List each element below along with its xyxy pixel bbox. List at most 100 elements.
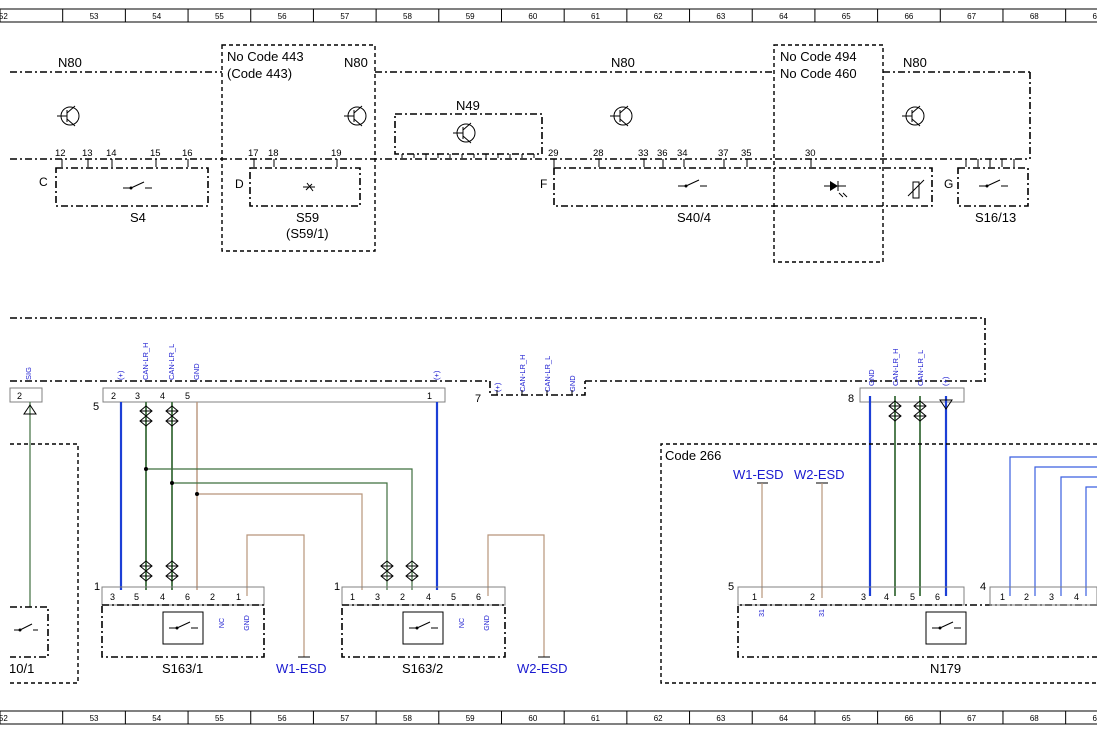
ruler-column-number: 56	[278, 12, 287, 21]
s163-2-pin: 6	[476, 592, 481, 602]
s163-2-box	[341, 604, 506, 658]
ruler-column-number: 58	[403, 12, 412, 21]
pin-36: 36	[657, 148, 668, 159]
esd-label-w1: W1-ESD	[733, 467, 784, 482]
transistor-icon	[344, 105, 367, 127]
right-connector-pin: 4	[1074, 592, 1079, 602]
twist-mark	[139, 560, 153, 582]
twisted-pair-marks	[139, 400, 927, 582]
n49-pin-row	[401, 154, 535, 158]
ruler-column-number: 67	[967, 714, 976, 723]
ruler-column-number: 64	[779, 714, 788, 723]
code494-line2: No Code 460	[780, 66, 857, 81]
s163-1-pin: 3	[110, 592, 115, 602]
s163-2-pin: 4	[426, 592, 431, 602]
s163-1-pin: 5	[134, 592, 139, 602]
ruler-column-number: 62	[654, 714, 663, 723]
pin-19: 19	[331, 148, 342, 159]
ruler-column-number: 52	[0, 12, 8, 21]
connector-strip-left	[9, 387, 43, 403]
connector-strip-5	[102, 387, 446, 403]
connector-letter-f: F	[540, 177, 547, 191]
s163-1-pin: 6	[185, 592, 190, 602]
ruler-column-number: 67	[967, 12, 976, 21]
mid-pin-stubs	[496, 390, 573, 395]
right-connector-pin: 1	[1000, 592, 1005, 602]
wire-right-2	[1034, 466, 1097, 596]
signal-label: GND	[568, 375, 577, 392]
signal-label: SIG	[24, 367, 33, 380]
s163-1-switch-frame	[162, 611, 204, 645]
pin-30: 30	[805, 148, 816, 159]
wire-gnd-branch	[197, 493, 363, 590]
bus-number-7: 7	[475, 393, 481, 405]
switch-icon	[932, 621, 961, 630]
code443-boundary	[221, 44, 376, 252]
ruler-column-number: 56	[278, 714, 287, 723]
bus-pin: 1	[427, 391, 432, 401]
pin-28: 28	[593, 148, 604, 159]
s40-label: S40/4	[677, 210, 711, 225]
top-ruler: 525354555657585960616263646566676869	[0, 8, 1097, 23]
pin-tag: 31	[819, 609, 826, 617]
junction-dot	[195, 492, 199, 496]
ruler-column-number: 53	[90, 714, 99, 723]
left-partial-box	[10, 606, 49, 658]
wire-w2-esd	[487, 534, 545, 657]
twist-mark	[888, 400, 902, 422]
n179-pin: 6	[935, 592, 940, 602]
n179-connector-strip	[737, 586, 965, 606]
signal-label: (+)	[941, 376, 950, 386]
twist-mark	[405, 560, 419, 582]
s163-2-pin: 3	[375, 592, 380, 602]
resistor-icon	[907, 179, 925, 199]
s163-2-pin: 2	[400, 592, 405, 602]
connector-strip-7	[489, 381, 586, 396]
pin-15: 15	[150, 148, 161, 159]
code494-boundary	[773, 44, 884, 263]
s59-switch-box	[249, 167, 361, 207]
s163-1-pin: 4	[160, 592, 165, 602]
bus-module-outline	[10, 317, 986, 382]
pin-34: 34	[677, 148, 688, 159]
twist-mark	[139, 405, 153, 427]
pin-tag: NC	[459, 618, 466, 628]
twist-mark	[380, 560, 394, 582]
n179-pin: 5	[910, 592, 915, 602]
connector-letter-g: G	[944, 177, 953, 191]
right-connector-pin: 2	[1024, 592, 1029, 602]
s163-2-switch-frame	[402, 611, 444, 645]
ruler-column-number: 57	[340, 714, 349, 723]
left-partial-boundary	[10, 443, 79, 684]
n179-switch-frame	[925, 611, 967, 645]
connector-strip-8	[859, 387, 965, 403]
pin-tag: 31	[759, 609, 766, 617]
n49-label: N49	[456, 98, 480, 113]
wire-right-1	[1009, 456, 1097, 596]
ruler-column-number: 69	[1093, 714, 1097, 723]
s59-label: S59	[296, 210, 319, 225]
ruler-column-number: 60	[528, 714, 537, 723]
signal-label: CAN-LR_H	[141, 342, 150, 380]
pin-29: 29	[548, 148, 559, 159]
transistor-icon	[453, 122, 476, 144]
transistor-icon	[610, 105, 633, 127]
s163-1-pin: 1	[236, 592, 241, 602]
ruler-column-number: 66	[904, 12, 913, 21]
n179-connector: 5	[728, 581, 734, 593]
signal-label: CAN-LR_H	[518, 354, 527, 392]
bus-pin: 2	[111, 391, 116, 401]
n80-label-1: N80	[58, 55, 82, 70]
pin-16: 16	[182, 148, 193, 159]
ruler-column-number: 52	[0, 714, 8, 723]
switch-icon	[678, 179, 707, 188]
ruler-column-number: 64	[779, 12, 788, 21]
signal-label: CAN-LR_H	[891, 348, 900, 386]
s163-2-pin: 5	[451, 592, 456, 602]
wire-w1-esd	[246, 534, 305, 657]
ruler-column-number: 55	[215, 12, 224, 21]
led-diode-icon	[824, 181, 848, 198]
n49-module	[394, 113, 543, 155]
connector-letter-c: C	[39, 175, 48, 189]
